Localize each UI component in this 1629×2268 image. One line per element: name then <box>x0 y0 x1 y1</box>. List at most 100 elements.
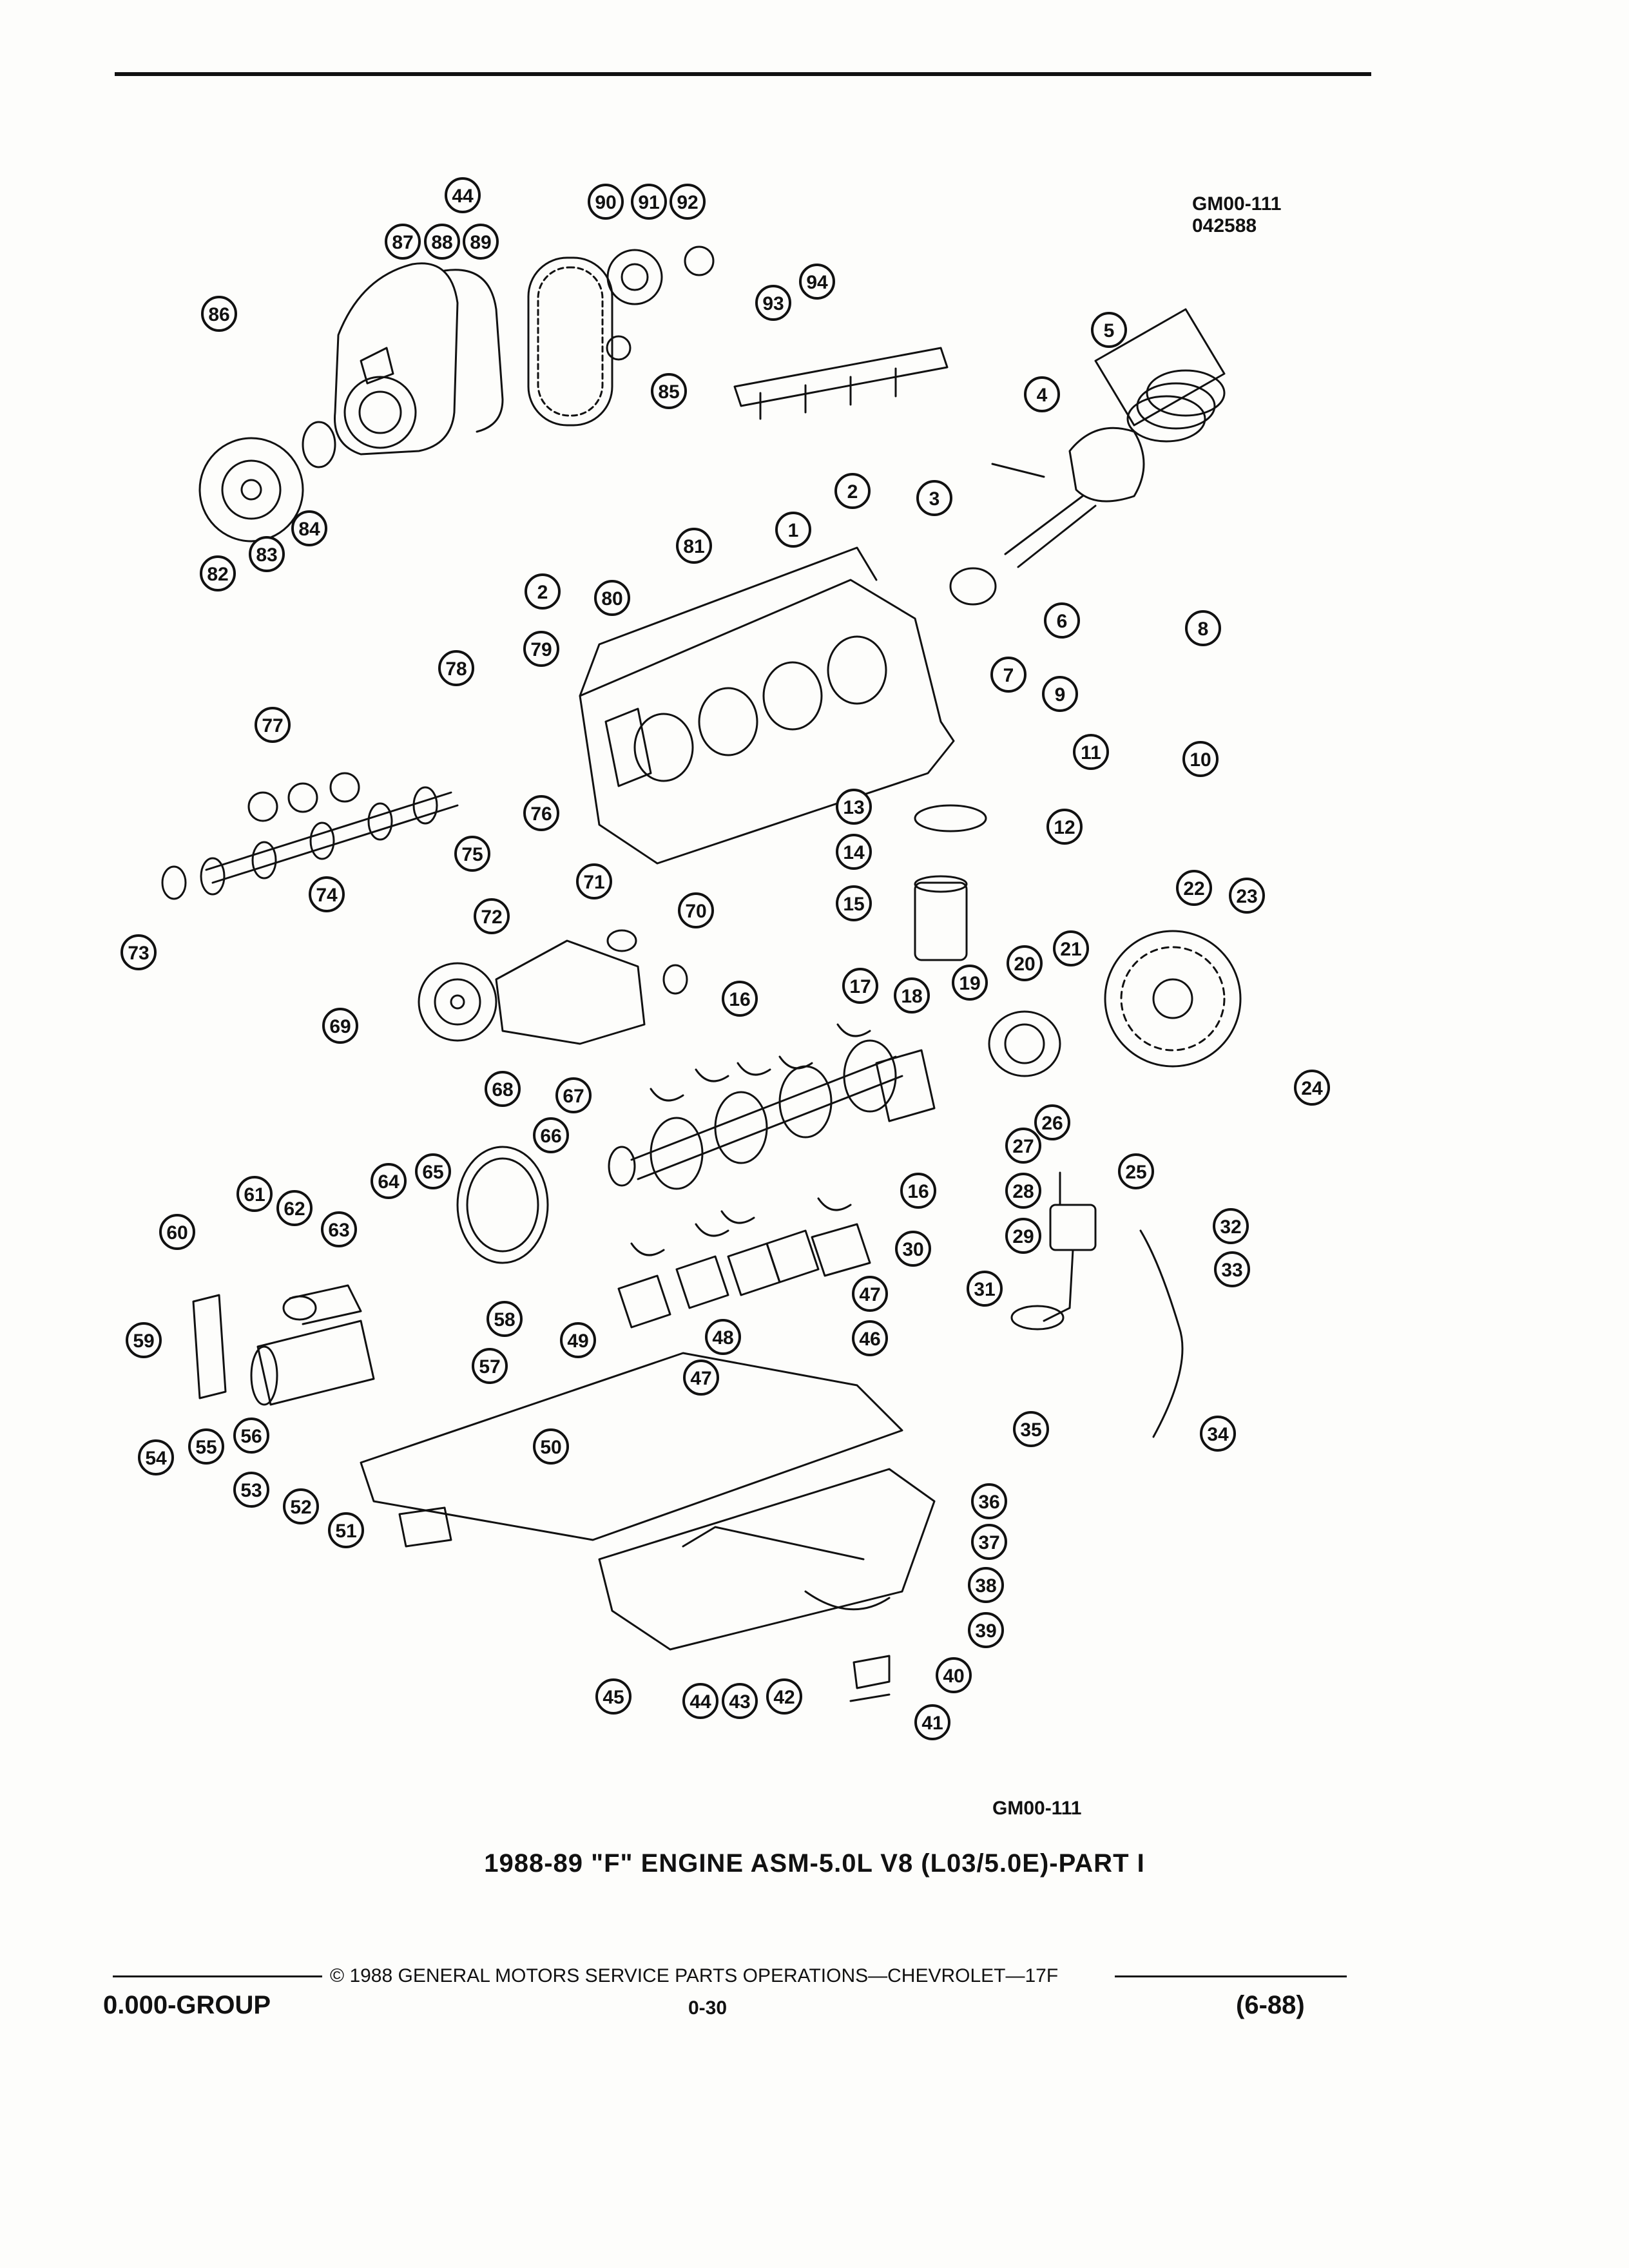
callout-10: 10 <box>1182 741 1219 777</box>
callout-circle <box>900 1173 936 1209</box>
callout-number: 5 <box>1104 320 1115 341</box>
callout-circle <box>560 1322 596 1358</box>
callout-number: 1 <box>788 520 799 541</box>
callout-number: 58 <box>494 1309 515 1331</box>
callout-56: 56 <box>233 1418 269 1454</box>
callout-circle <box>1182 741 1219 777</box>
callout-number: 4 <box>1037 385 1048 406</box>
callout-circle <box>236 1176 273 1212</box>
callout-60: 60 <box>159 1214 195 1250</box>
timing-gasket-drawing <box>443 269 504 433</box>
callout-number: 24 <box>1301 1078 1323 1099</box>
callout-circle <box>670 184 706 220</box>
callout-number: 44 <box>689 1691 711 1713</box>
callout-number: 92 <box>677 192 698 213</box>
callout-number: 35 <box>1020 1419 1041 1441</box>
callout-27: 27 <box>1005 1128 1041 1164</box>
callout-circle <box>445 177 481 213</box>
callout-19: 19 <box>952 965 988 1001</box>
callout-45: 45 <box>595 1678 631 1715</box>
callout-number: 65 <box>422 1162 443 1183</box>
callout-number: 52 <box>290 1497 311 1518</box>
callout-circle <box>1013 1411 1049 1447</box>
callout-number: 80 <box>601 588 622 610</box>
callout-circle <box>1091 312 1127 348</box>
callout-13: 13 <box>836 789 872 825</box>
callout-circle <box>276 1190 313 1226</box>
callout-circle <box>415 1153 451 1189</box>
callout-number: 75 <box>461 844 483 865</box>
callout-circle <box>485 1071 521 1107</box>
callout-46: 46 <box>852 1320 888 1356</box>
callout-circle <box>291 510 327 546</box>
callout-circle <box>385 224 421 260</box>
callout-circle <box>1053 930 1089 966</box>
callout-circle <box>1176 870 1212 906</box>
callout-58: 58 <box>487 1301 523 1337</box>
callout-number: 57 <box>479 1356 500 1378</box>
callout-51: 51 <box>328 1512 364 1548</box>
callout-circle <box>1185 610 1221 646</box>
callout-55: 55 <box>188 1428 224 1465</box>
callout-64: 64 <box>371 1163 407 1199</box>
callout-number: 50 <box>540 1437 561 1458</box>
callout-number: 34 <box>1207 1424 1229 1445</box>
callout-44: 44 <box>445 177 481 213</box>
callout-circle <box>1024 376 1060 412</box>
callout-72: 72 <box>474 898 510 934</box>
lifter-guide-drawing <box>733 347 949 420</box>
callout-circle <box>968 1612 1004 1648</box>
callout-number: 16 <box>729 989 750 1010</box>
header-rule <box>115 72 1371 76</box>
callout-29: 29 <box>1005 1218 1041 1254</box>
callout-number: 66 <box>540 1126 561 1147</box>
copyright-line: © 1988 GENERAL MOTORS SERVICE PARTS OPER… <box>330 1965 1059 1986</box>
callout-50: 50 <box>533 1428 569 1465</box>
callout-91: 91 <box>631 184 667 220</box>
callout-circle <box>594 580 630 616</box>
crank-pulley-drawing <box>456 1146 549 1264</box>
callout-47: 47 <box>683 1360 719 1396</box>
callout-number: 27 <box>1012 1136 1034 1157</box>
callout-number: 21 <box>1060 939 1081 960</box>
piston-rings-drawing <box>1094 308 1226 443</box>
callout-circle <box>1073 734 1109 770</box>
callout-26: 26 <box>1034 1104 1070 1140</box>
callout-number: 43 <box>729 1691 750 1713</box>
callout-74: 74 <box>309 876 345 912</box>
callout-6: 6 <box>1044 602 1080 639</box>
callout-circle <box>1046 809 1083 845</box>
callout-circle <box>775 512 811 548</box>
callout-number: 93 <box>762 293 784 314</box>
callout-53: 53 <box>233 1472 269 1508</box>
callout-circle <box>309 876 345 912</box>
callout-number: 94 <box>806 272 828 293</box>
callout-80: 80 <box>594 580 630 616</box>
callout-circle <box>651 373 687 409</box>
callout-circle <box>842 968 878 1004</box>
callout-number: 49 <box>567 1331 588 1352</box>
starter-motor-drawing <box>192 1284 375 1406</box>
callout-7: 7 <box>990 657 1027 693</box>
callout-number: 9 <box>1055 684 1066 706</box>
callout-number: 39 <box>975 1620 996 1642</box>
callout-number: 14 <box>843 842 865 863</box>
callout-23: 23 <box>1229 878 1265 914</box>
callout-57: 57 <box>472 1348 508 1384</box>
callout-number: 90 <box>595 192 616 213</box>
callout-circle <box>188 1428 224 1465</box>
callout-circle <box>523 795 559 831</box>
callout-circle <box>852 1276 888 1312</box>
callout-61: 61 <box>236 1176 273 1212</box>
callout-31: 31 <box>967 1271 1003 1307</box>
callout-circle <box>722 1683 758 1719</box>
callout-1: 1 <box>775 512 811 548</box>
callout-42: 42 <box>766 1678 802 1715</box>
callout-39: 39 <box>968 1612 1004 1648</box>
callout-circle <box>1005 1218 1041 1254</box>
callout-41: 41 <box>914 1704 950 1740</box>
callout-number: 54 <box>145 1448 167 1469</box>
callout-circle <box>472 1348 508 1384</box>
